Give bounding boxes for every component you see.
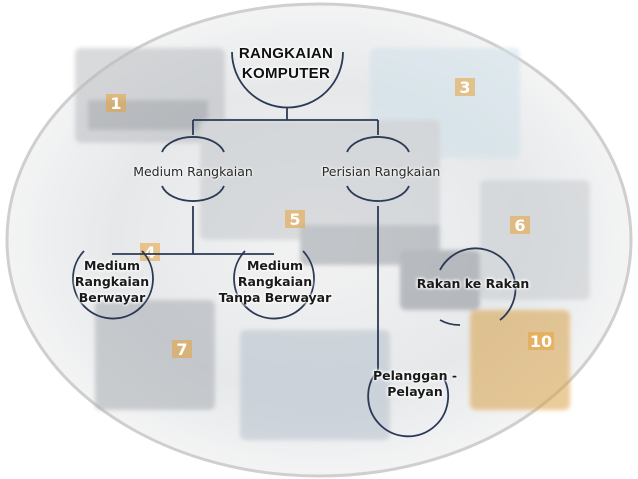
badge-6-label: 6 <box>514 216 525 235</box>
hub-photo <box>200 120 440 240</box>
laptop-photo <box>95 300 215 410</box>
branch-perisian-rangkaian: Perisian Rangkaian <box>321 164 441 179</box>
badge-10: 10 <box>528 332 554 351</box>
number-badges: 1 3 4 5 6 7 10 <box>106 78 554 359</box>
leaf-wired-line2: Rangkaian <box>74 274 150 289</box>
wifi-photo <box>400 250 480 310</box>
client-server-leaf-arc <box>367 369 450 438</box>
badge-3-label: 3 <box>459 78 470 97</box>
badge-5-label: 5 <box>289 210 300 229</box>
leaf-wireless-line3: Tanpa Berwayar <box>218 290 332 305</box>
peer-leaf-arc <box>439 247 517 326</box>
root-title: RANGKAIAN KOMPUTER <box>226 44 346 84</box>
badge-3: 3 <box>455 78 475 97</box>
medium-branch-arc-top <box>161 136 225 153</box>
badge-6: 6 <box>510 216 530 235</box>
server-room-photo <box>240 330 390 440</box>
antenna-photo <box>480 180 590 300</box>
badge-7: 7 <box>172 340 192 359</box>
badge-4-label: 4 <box>144 243 155 262</box>
leaf-pelanggan-pelayan-line1: Pelanggan - <box>372 368 458 383</box>
badge-5: 5 <box>285 210 305 229</box>
badge-7-label: 7 <box>176 340 187 359</box>
root-title-line2: KOMPUTER <box>241 65 331 82</box>
leaf-pelanggan-pelayan-line2: Pelayan <box>387 384 443 399</box>
connectors <box>72 51 517 438</box>
photo-collage <box>75 48 590 440</box>
root-title-line1: RANGKAIAN <box>238 45 334 62</box>
leaf-rakan-ke-rakan-line1: Rakan ke Rakan <box>416 276 530 291</box>
wired-leaf-arc <box>72 250 154 320</box>
branch-medium-rangkaian: Medium Rangkaian <box>133 164 253 179</box>
badge-10-label: 10 <box>530 332 552 351</box>
leaf-wireless-line2: Rangkaian <box>237 274 313 289</box>
leaf-rakan-ke-rakan: Rakan ke Rakan <box>398 276 548 292</box>
perisian-branch-arc-bottom <box>346 185 410 202</box>
network-photo <box>470 310 570 410</box>
leaf-wired-line1: Medium <box>83 258 141 273</box>
leaf-wired: Medium Rangkaian Berwayar <box>56 258 168 306</box>
perisian-branch-arc-top <box>346 136 410 153</box>
leaf-wireless-line1: Medium <box>246 258 304 273</box>
medium-branch-arc-bottom <box>161 185 225 202</box>
leaf-wireless: Medium Rangkaian Tanpa Berwayar <box>200 258 350 306</box>
badge-1: 1 <box>106 94 126 113</box>
leaf-wired-line3: Berwayar <box>78 290 146 305</box>
badge-1-label: 1 <box>110 94 121 113</box>
badge-4: 4 <box>140 243 160 262</box>
wireless-leaf-arc <box>233 250 315 320</box>
leaf-pelanggan-pelayan: Pelanggan - Pelayan <box>350 368 480 400</box>
